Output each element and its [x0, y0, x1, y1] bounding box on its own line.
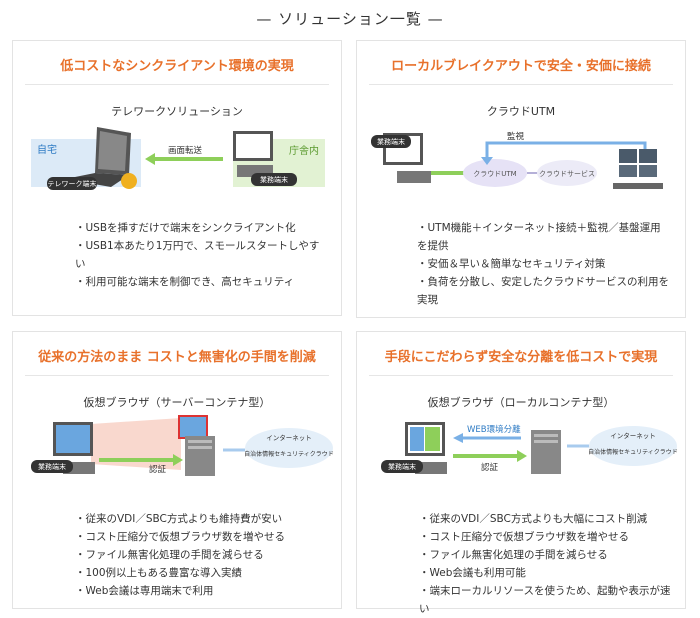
work-terminal-badge	[381, 460, 423, 473]
transfer-label: 画面転送	[168, 145, 203, 156]
list-item: Web会議も利用可能	[419, 564, 671, 582]
monitor-arrow-head	[481, 157, 493, 165]
list-item: 安価＆早い＆簡単なセキュリティ対策	[417, 255, 671, 273]
list-item: コスト圧縮分で仮想ブラウザ数を増やせる	[75, 528, 327, 546]
security-cloud-label: 自治体情報セキュリティクラウド	[244, 450, 334, 458]
work-terminal-label: 業務端末	[377, 137, 405, 146]
diagram-title: 仮想ブラウザ（ローカルコンテナ型）	[427, 396, 615, 409]
usb-icon	[121, 173, 137, 189]
web-separation-label: WEB環境分離	[467, 424, 521, 435]
monitor-label: 監視	[507, 131, 525, 142]
list-item: UTM機能＋インターネット接続＋監視／基盤運用を提供	[417, 219, 671, 255]
card-telework: 低コストなシンクライアント環境の実現 テレワークソリューション 自宅 庁舎内 テ…	[12, 40, 342, 316]
card-title: 低コストなシンクライアント環境の実現	[25, 55, 329, 85]
desktop-icon	[233, 131, 273, 177]
list-item: 端末ローカルリソースを使うため、起動や表示が速い	[419, 582, 671, 618]
work-terminal-label: 業務端末	[388, 462, 416, 471]
cloud-service-icon	[537, 160, 597, 186]
bullet-list: 従来のVDI／SBC方式よりも維持費が安い コスト圧縮分で仮想ブラウザ数を増やせ…	[75, 510, 327, 600]
list-item: USB1本あたり1万円で、スモールスタートしやすい	[75, 237, 327, 273]
desktop-icon	[405, 422, 447, 474]
cloud-utm-diagram: 業務端末 クラウドUTM クラウドサービス 監視	[371, 131, 663, 189]
telework-terminal-label: テレワーク端末	[48, 179, 97, 188]
list-item: Web会議は専用端末で利用	[75, 582, 327, 600]
security-cloud-icon	[589, 426, 677, 466]
work-terminal-badge	[371, 135, 411, 148]
diagram-title: クラウドUTM	[486, 105, 556, 118]
server-container-diagram: 業務端末 認証 インターネット 自治体情報セキュリティクラウド	[31, 415, 334, 476]
laptop-icon	[65, 127, 131, 187]
telework-diagram: 自宅 庁舎内 テレワーク端末 業務端末 画面転送	[31, 127, 325, 190]
diagram-title: 仮想ブラウザ（サーバーコンテナ型）	[83, 396, 271, 409]
security-cloud-label: 自治体情報セキュリティクラウド	[588, 448, 678, 456]
cloud-utm-icon	[463, 159, 527, 187]
server-icon	[531, 430, 561, 474]
browser-window-icon	[178, 415, 208, 439]
cloud-service-label: クラウドサービス	[539, 169, 595, 178]
card-title: ローカルブレイクアウトで安全・安価に接続	[369, 55, 673, 85]
monitor-arrow	[485, 141, 647, 159]
list-item: ファイル無害化処理の手間を減らせる	[419, 546, 671, 564]
page-heading: — ソリューション一覧 —	[256, 10, 444, 28]
card-title: 手段にこだわらず安全な分離を低コストで実現	[369, 346, 673, 376]
card-server-container: 従来の方法のまま コストと無害化の手間を削減 仮想ブラウザ（サーバーコンテナ型）…	[12, 331, 342, 609]
home-label: 自宅	[37, 143, 57, 156]
list-item: USBを挿すだけで端末をシンクライアント化	[75, 219, 327, 237]
work-terminal-label: 業務端末	[38, 462, 66, 471]
work-terminal-badge	[251, 173, 297, 186]
list-item: 従来のVDI／SBC方式よりも維持費が安い	[75, 510, 327, 528]
desktop-icon	[53, 422, 95, 474]
work-terminal-label: 業務端末	[260, 175, 288, 184]
bullet-list: UTM機能＋インターネット接続＋監視／基盤運用を提供 安価＆早い＆簡単なセキュリ…	[417, 219, 671, 309]
bullet-list: USBを挿すだけで端末をシンクライアント化 USB1本あたり1万円で、スモールス…	[75, 219, 327, 291]
server-icon	[185, 436, 215, 476]
internet-label: インターネット	[266, 433, 312, 442]
internet-label: インターネット	[610, 431, 656, 440]
list-item: 従来のVDI／SBC方式よりも大幅にコスト削減	[419, 510, 671, 528]
list-item: コスト圧縮分で仮想ブラウザ数を増やせる	[419, 528, 671, 546]
card-local-container: 手段にこだわらず安全な分離を低コストで実現 仮想ブラウザ（ローカルコンテナ型） …	[356, 331, 686, 615]
auth-label: 認証	[149, 464, 167, 475]
card-title: 従来の方法のまま コストと無害化の手間を削減	[25, 346, 329, 376]
diagram-title: テレワークソリューション	[111, 105, 243, 118]
bullet-list: 従来のVDI／SBC方式よりも大幅にコスト削減 コスト圧縮分で仮想ブラウザ数を増…	[419, 510, 671, 618]
auth-arrow-head	[173, 454, 183, 466]
operations-center-icon	[613, 149, 663, 189]
list-item: ファイル無害化処理の手間を減らせる	[75, 546, 327, 564]
cloud-utm-label: クラウドUTM	[473, 170, 516, 178]
auth-label: 認証	[481, 462, 499, 473]
local-container-diagram: 業務端末 WEB環境分離 認証 インターネット 自治体情報セキュリティクラウド	[381, 422, 678, 474]
work-terminal-badge	[31, 460, 73, 473]
transfer-arrow-head	[145, 153, 155, 165]
projection-beam	[91, 418, 181, 470]
card-cloud-utm: ローカルブレイクアウトで安全・安価に接続 クラウドUTM 業務端末 クラウドUT…	[356, 40, 686, 318]
auth-arrow-head	[517, 450, 527, 462]
telework-badge	[47, 177, 97, 190]
list-item: 利用可能な端末を制御でき、高セキュリティ	[75, 273, 327, 291]
security-cloud-icon	[245, 428, 333, 468]
separation-arrow-head	[453, 433, 463, 443]
office-label: 庁舎内	[289, 144, 319, 157]
list-item: 負荷を分散し、安定したクラウドサービスの利用を実現	[417, 273, 671, 309]
list-item: 100例以上もある豊富な導入実績	[75, 564, 327, 582]
